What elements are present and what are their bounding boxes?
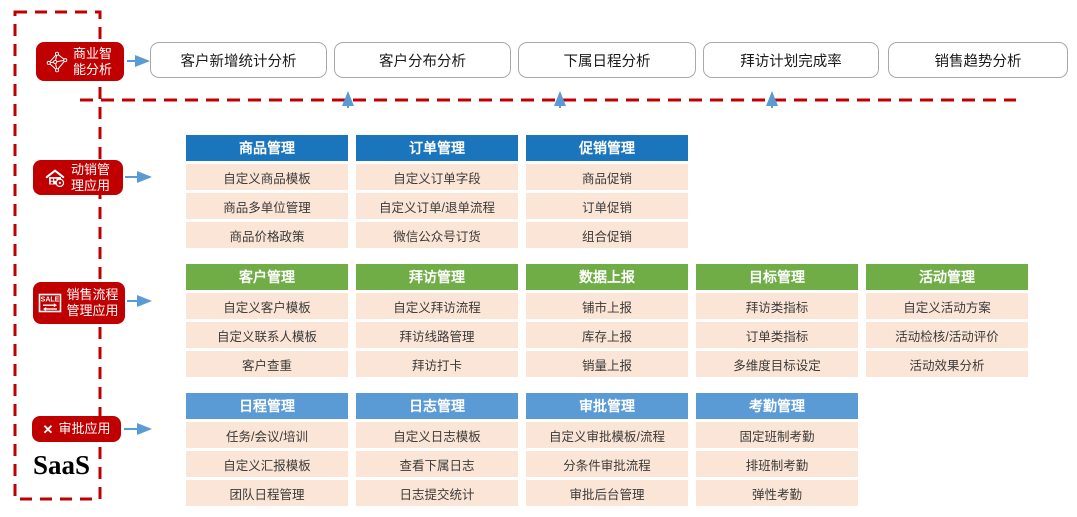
feature-cell: 拜访线路管理: [356, 322, 518, 348]
column-header: 商品管理: [186, 135, 348, 161]
module-column: 数据上报 铺市上报 库存上报 销量上报: [526, 264, 688, 377]
feature-cell: 活动检核/活动评价: [866, 322, 1028, 348]
feature-cell: 自定义商品模板: [186, 164, 348, 190]
badge-label: 审批应用: [58, 421, 111, 436]
column-header: 考勤管理: [696, 393, 858, 419]
module-column: 客户管理 自定义客户模板 自定义联系人模板 客户查重: [186, 264, 348, 377]
module-column: 日程管理 任务/会议/培训 自定义汇报模板 团队日程管理: [186, 393, 348, 506]
feature-cell: 商品多单位管理: [186, 193, 348, 219]
feature-cell: 自定义汇报模板: [186, 451, 348, 477]
feature-cell: 订单促销: [526, 193, 688, 219]
feature-cell: 分条件审批流程: [526, 451, 688, 477]
feature-cell: 自定义客户模板: [186, 293, 348, 319]
feature-cell: 自定义日志模板: [356, 422, 518, 448]
module-column: 促销管理 商品促销 订单促销 组合促销: [526, 135, 688, 248]
feature-cell: 自定义拜访流程: [356, 293, 518, 319]
network-graph-icon: [46, 51, 68, 73]
column-header: 日志管理: [356, 393, 518, 419]
bi-box-visit-plan-completion: 拜访计划完成率: [703, 42, 879, 78]
module-column: 考勤管理 固定班制考勤 排班制考勤 弹性考勤: [696, 393, 858, 506]
feature-cell: 弹性考勤: [696, 480, 858, 506]
feature-cell: 自定义活动方案: [866, 293, 1028, 319]
bi-box-subordinate-schedule: 下属日程分析: [518, 42, 696, 78]
svg-text:SALE: SALE: [40, 297, 59, 304]
feature-cell: 商品价格政策: [186, 222, 348, 248]
badge-bi-analysis: 商业智能分析: [36, 42, 124, 81]
saas-label: SaaS: [33, 450, 91, 480]
column-header: 订单管理: [356, 135, 518, 161]
feature-cell: 查看下属日志: [356, 451, 518, 477]
feature-cell: 排班制考勤: [696, 451, 858, 477]
feature-cell: 审批后台管理: [526, 480, 688, 506]
dashed-saas-frame: [13, 10, 102, 501]
feature-cell: 销量上报: [526, 351, 688, 377]
bi-box-sales-trend: 销售趋势分析: [888, 42, 1068, 78]
group-sales-mgmt-modules: 商品管理 自定义商品模板 商品多单位管理 商品价格政策 订单管理 自定义订单字段…: [186, 135, 688, 248]
column-header: 目标管理: [696, 264, 858, 290]
cross-icon: ✕: [42, 421, 54, 437]
column-header: 促销管理: [526, 135, 688, 161]
module-column: 目标管理 拜访类指标 订单类指标 多维度目标设定: [696, 264, 858, 377]
column-header: 审批管理: [526, 393, 688, 419]
group-sales-process-modules: 客户管理 自定义客户模板 自定义联系人模板 客户查重 拜访管理 自定义拜访流程 …: [186, 264, 1028, 377]
badge-approval-app: ✕ 审批应用: [32, 416, 121, 442]
feature-cell: 拜访类指标: [696, 293, 858, 319]
feature-cell: 客户查重: [186, 351, 348, 377]
feature-cell: 商品促销: [526, 164, 688, 190]
bi-box-customer-new-stats: 客户新增统计分析: [150, 42, 327, 78]
module-column: 日志管理 自定义日志模板 查看下属日志 日志提交统计: [356, 393, 518, 506]
module-column: 审批管理 自定义审批模板/流程 分条件审批流程 审批后台管理: [526, 393, 688, 506]
feature-cell: 铺市上报: [526, 293, 688, 319]
badge-label: 销售流程管理应用: [66, 287, 119, 318]
feature-cell: 日志提交统计: [356, 480, 518, 506]
column-header: 拜访管理: [356, 264, 518, 290]
badge-label: 动销管理应用: [71, 161, 111, 193]
badge-label: 商业智能分析: [73, 45, 113, 77]
feature-cell: 任务/会议/培训: [186, 422, 348, 448]
feature-cell: 自定义审批模板/流程: [526, 422, 688, 448]
sale-tag-icon: SALE: [38, 292, 62, 314]
store-icon: [44, 167, 66, 189]
feature-cell: 活动效果分析: [866, 351, 1028, 377]
module-column: 订单管理 自定义订单字段 自定义订单/退单流程 微信公众号订货: [356, 135, 518, 248]
column-header: 客户管理: [186, 264, 348, 290]
feature-cell: 自定义联系人模板: [186, 322, 348, 348]
module-column: 活动管理 自定义活动方案 活动检核/活动评价 活动效果分析: [866, 264, 1028, 377]
module-column: 拜访管理 自定义拜访流程 拜访线路管理 拜访打卡: [356, 264, 518, 377]
feature-cell: 库存上报: [526, 322, 688, 348]
feature-cell: 订单类指标: [696, 322, 858, 348]
feature-cell: 自定义订单/退单流程: [356, 193, 518, 219]
feature-cell: 自定义订单字段: [356, 164, 518, 190]
feature-cell: 固定班制考勤: [696, 422, 858, 448]
feature-cell: 拜访打卡: [356, 351, 518, 377]
group-approval-modules: 日程管理 任务/会议/培训 自定义汇报模板 团队日程管理 日志管理 自定义日志模…: [186, 393, 858, 506]
column-header: 活动管理: [866, 264, 1028, 290]
feature-cell: 团队日程管理: [186, 480, 348, 506]
feature-cell: 多维度目标设定: [696, 351, 858, 377]
feature-cell: 微信公众号订货: [356, 222, 518, 248]
feature-cell: 组合促销: [526, 222, 688, 248]
module-column: 商品管理 自定义商品模板 商品多单位管理 商品价格政策: [186, 135, 348, 248]
column-header: 日程管理: [186, 393, 348, 419]
badge-sales-process-app: SALE 销售流程管理应用: [33, 282, 125, 324]
column-header: 数据上报: [526, 264, 688, 290]
bi-box-customer-distribution: 客户分布分析: [334, 42, 511, 78]
badge-sales-mgmt-app: 动销管理应用: [33, 160, 123, 195]
